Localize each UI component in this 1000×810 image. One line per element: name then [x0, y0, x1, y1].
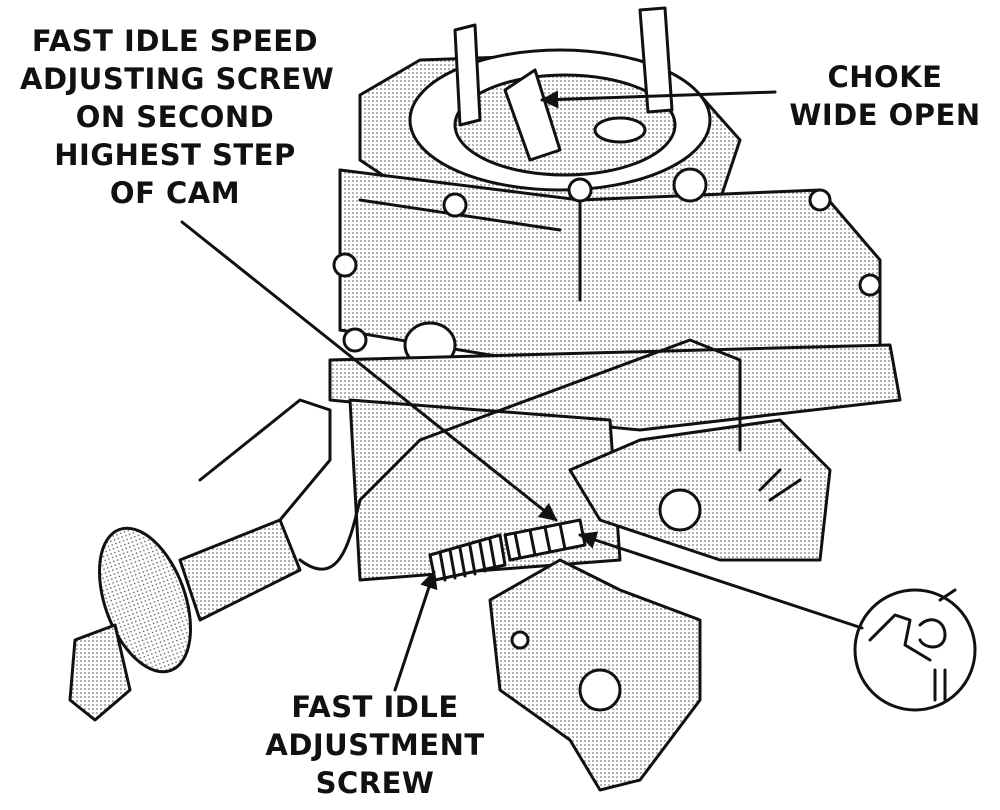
- label-line: ON SECOND: [75, 100, 275, 134]
- label-line: ADJUSTMENT: [265, 728, 485, 762]
- label-line: ADJUSTING SCREW: [20, 62, 335, 96]
- inset-leader-arrow: [578, 531, 864, 630]
- leader-lines: [180, 90, 864, 692]
- choke-post-right: [638, 6, 674, 114]
- label-line: WIDE OPEN: [789, 98, 981, 132]
- choke-leader-arrow: [540, 90, 777, 109]
- label-line: CHOKE: [827, 60, 943, 94]
- label-line: HIGHEST STEP: [54, 138, 296, 172]
- carburetor-body: [328, 167, 902, 432]
- choke-wide-open-label: CHOKE WIDE OPEN: [780, 58, 990, 134]
- fast-idle-speed-leader-arrow: [180, 220, 558, 522]
- throttle-body: [348, 398, 832, 792]
- choke-post-left: [453, 23, 482, 127]
- label-line: OF CAM: [109, 176, 241, 210]
- fast-idle-speed-label: FAST IDLE SPEED ADJUSTING SCREW ON SECON…: [20, 22, 335, 212]
- inset-detail-circle: [853, 588, 977, 712]
- fast-idle-adjustment-label: FAST IDLE ADJUSTMENT SCREW: [265, 688, 485, 802]
- choke-valve: [503, 68, 562, 162]
- fast-idle-adjustment-leader-arrow: [393, 570, 438, 692]
- label-line: SCREW: [315, 766, 435, 800]
- label-line: FAST IDLE SPEED: [31, 24, 319, 58]
- choke-vacuum-diaphragm: [68, 338, 742, 722]
- label-line: FAST IDLE: [291, 690, 459, 724]
